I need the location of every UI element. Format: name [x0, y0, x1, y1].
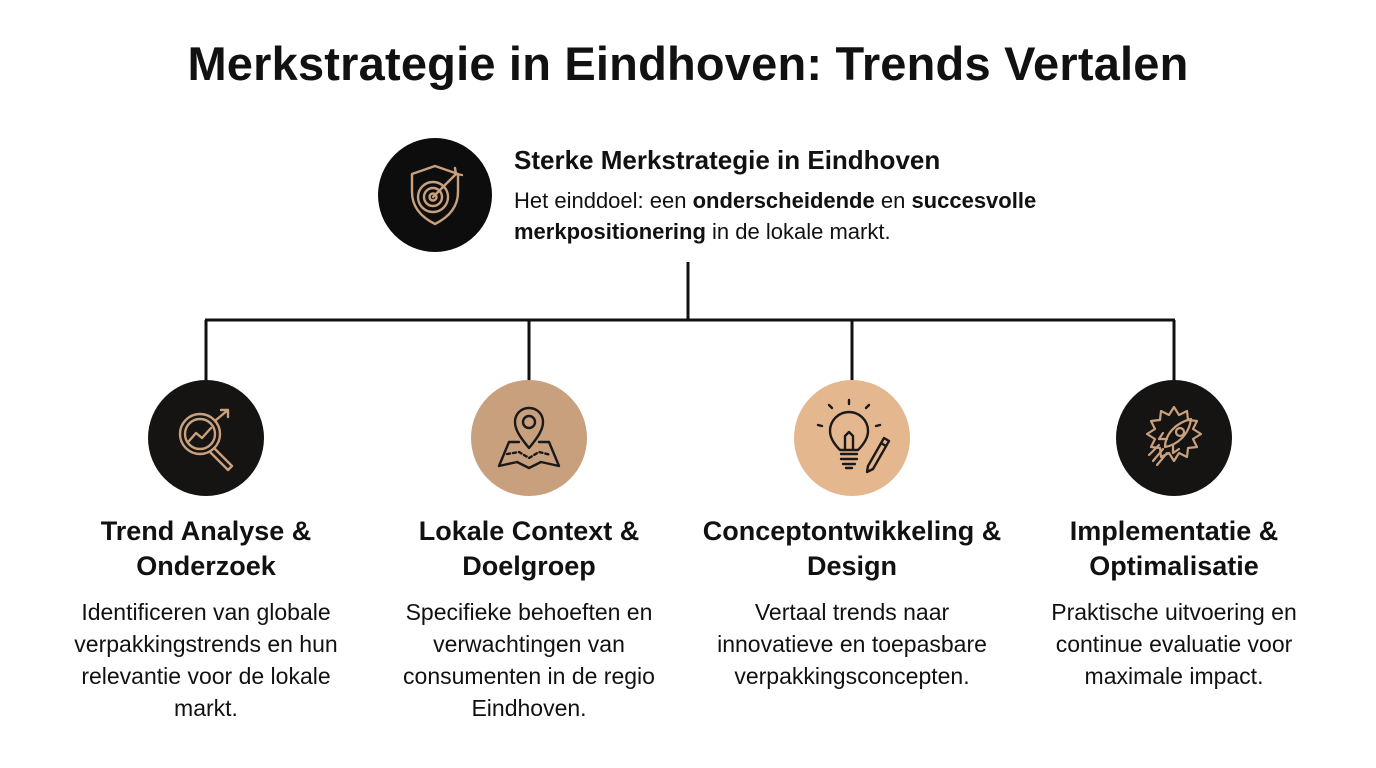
step-1-description: Identificeren van globale verpakkingstre…	[74, 599, 338, 721]
goal-desc-part: in de lokale markt.	[705, 219, 891, 244]
map-pin-icon	[497, 406, 561, 470]
step-2-title: Lokale Context & Doelgroep	[418, 516, 640, 581]
step-4-icon-circle	[1116, 380, 1232, 496]
step-2-description: Specifieke behoeften en verwachtingen va…	[403, 599, 655, 721]
magnifier-trend-icon	[178, 408, 234, 472]
goal-heading: Sterke Merkstrategie in Eindhoven	[514, 145, 941, 175]
goal-icon-circle	[378, 138, 492, 252]
lightbulb-pencil-icon	[816, 398, 891, 474]
goal-desc-bold: succesvolle merkpositionering	[514, 188, 1037, 244]
step-3-description: Vertaal trends naar innovatieve en toepa…	[717, 599, 987, 689]
step-4-description: Praktische uitvoering en continue evalua…	[1051, 599, 1297, 689]
step-1-title: Trend Analyse & Onderzoek	[100, 516, 312, 581]
goal-desc-bold: onderscheidende	[692, 188, 875, 213]
page-title: Merkstrategie in Eindhoven: Trends Verta…	[187, 37, 1189, 90]
step-2-icon-circle	[471, 380, 587, 496]
step-4-title: Implementatie & Optimalisatie	[1069, 516, 1279, 581]
shield-target-icon	[410, 164, 464, 226]
rocket-gear-icon	[1145, 405, 1203, 467]
step-3-icon-circle	[794, 380, 910, 496]
goal-description: Het einddoel: een onderscheidende en suc…	[514, 185, 1114, 247]
step-1-icon-circle	[148, 380, 264, 496]
goal-desc-part: Het einddoel: een	[514, 188, 693, 213]
goal-desc-part: en	[874, 188, 912, 213]
step-3-title: Conceptontwikkeling & Design	[702, 516, 1002, 581]
